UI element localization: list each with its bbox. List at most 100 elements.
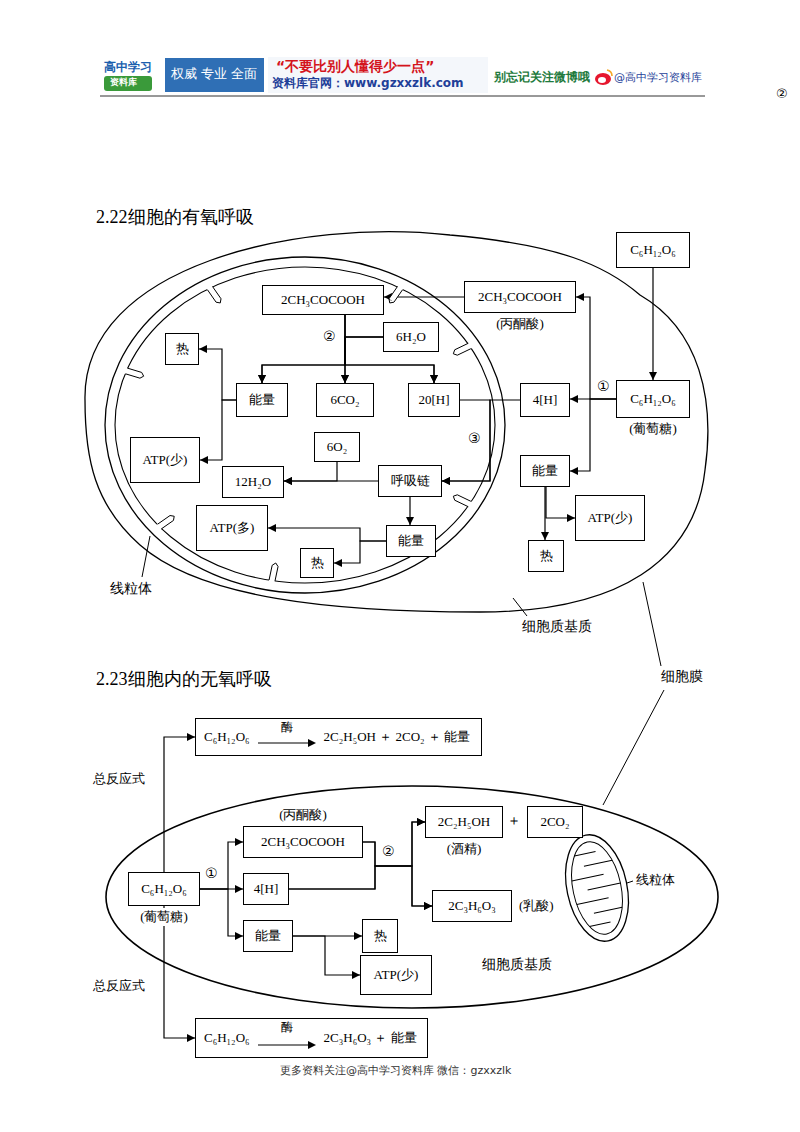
equation-box: C₆H₁₂O₆酶2C₃H₆O₃ ＋ 能量	[195, 1018, 428, 1058]
leader-line	[513, 598, 527, 616]
process-box: 6H₂O	[383, 322, 439, 352]
process-box: 热	[300, 548, 334, 578]
caption-text: (丙酮酸)	[277, 806, 329, 824]
part-name: 细胞膜	[661, 668, 703, 686]
equation-box: C₆H₁₂O₆酶2C₂H₅OH ＋ 2CO₂ ＋ 能量	[195, 718, 482, 756]
box-text: 呼吸链	[391, 472, 430, 490]
arrow-connector	[200, 400, 236, 460]
mitochondrion-icon	[556, 829, 637, 947]
process-box: ATP(少)	[130, 437, 200, 483]
process-box: 4[H]	[520, 383, 570, 417]
box-text: 能量	[532, 462, 558, 480]
callout-number: ③	[468, 430, 481, 448]
cell-outline: 细胞质基质线粒体2CH₃COCOOH6H₂O热能量6CO₂20[H]ATP(少)…	[80, 215, 720, 615]
cell-outline: 细胞质基质2CH₃COCOOH(丙酮酸)C₆H₁₂O₆(葡萄糖)4[H]能量热A…	[105, 785, 719, 1009]
arrow-connector	[363, 842, 432, 906]
arrow-connector	[164, 737, 195, 872]
callout-number: ①	[205, 865, 218, 883]
box-text: 热	[540, 547, 553, 565]
caption-text: (酒精)	[445, 840, 484, 858]
box-text: ATP(少)	[374, 966, 419, 984]
process-box: 2CO₂	[527, 806, 583, 838]
box-text: 热	[311, 554, 324, 572]
box-text: 4[H]	[533, 392, 558, 408]
callout-number: ①	[597, 378, 610, 396]
box-text: 2CH₃COCOOH	[281, 292, 365, 308]
process-box: C₆H₁₂O₆(葡萄糖)	[128, 872, 200, 906]
section-title: 2.23细胞内的无氧呼吸	[96, 668, 272, 691]
mitochondrion: 线粒体2CH₃COCOOH6H₂O热能量6CO₂20[H]ATP(少)6O₂12…	[100, 252, 510, 598]
process-box: 12H₂O	[222, 466, 284, 498]
crista	[158, 516, 174, 530]
box-text: 能量	[249, 391, 275, 409]
cell-membrane	[85, 232, 708, 612]
box-text: 12H₂O	[235, 474, 271, 490]
header-rule	[100, 96, 705, 97]
process-box: 6CO₂	[316, 383, 374, 417]
box-text: 6H₂O	[396, 329, 426, 345]
box-text: ATP(少)	[588, 509, 633, 527]
logo-text: 高中学习	[104, 60, 152, 75]
process-box: ATP(多)	[196, 505, 268, 551]
reaction-arrow: 酶	[256, 719, 318, 755]
process-box: 呼吸链	[378, 465, 442, 497]
box-text: 6O₂	[327, 439, 347, 455]
banner-panel	[268, 57, 488, 93]
logo-text: 资料库	[110, 77, 137, 88]
process-box: 能量	[520, 455, 570, 487]
arrow-connector	[652, 268, 653, 380]
box-text: 2C₃H₆O₃	[448, 898, 496, 914]
box-text: ATP(多)	[210, 519, 255, 537]
footer-note: 更多资料关注@高中学习资料库 微信：gzxxzlk	[280, 1064, 511, 1078]
arrow-connector	[200, 842, 243, 889]
box-text: 2CH₃COCOOH	[261, 834, 345, 850]
box-text: 能量	[255, 927, 281, 945]
enzyme-label: 酶	[256, 1020, 318, 1034]
crista	[206, 285, 221, 302]
process-box: 4[H]	[243, 873, 289, 905]
banner-account: @高中学习资料库	[614, 71, 702, 85]
process-box: 能量	[236, 383, 288, 417]
arrow-connector	[200, 889, 243, 936]
banner-slogan: “不要比别人懂得少一点”	[276, 58, 434, 76]
reaction-arrow: 酶	[256, 1019, 318, 1057]
process-box: ATP(少)	[360, 955, 432, 995]
crista	[453, 343, 471, 355]
box-text: 能量	[398, 532, 424, 550]
arrow-connector	[262, 337, 383, 383]
crista	[269, 563, 278, 581]
leader-line	[643, 582, 661, 666]
box-text: 2C₂H₅OH	[438, 814, 490, 830]
arrow-connector	[199, 349, 236, 400]
process-box: 2CH₃COCOOH(丙酮酸)	[464, 281, 576, 313]
plus-sign: ＋	[507, 812, 521, 830]
callout-number: ②	[382, 843, 395, 861]
weibo-icon	[595, 70, 612, 85]
process-box: 2CH₃COCOOH	[262, 285, 384, 315]
process-box: ATP(少)	[575, 495, 645, 541]
arrow-connector	[544, 487, 545, 540]
arrow-connector	[576, 297, 616, 399]
region-label: 细胞质基质	[480, 956, 554, 974]
crista	[389, 286, 402, 302]
leader-line	[603, 690, 664, 805]
banner-panel	[165, 58, 264, 92]
banner-slogan: 权威 专业 全面	[171, 66, 257, 82]
process-box: 2CH₃COCOOH(丙酮酸)	[243, 826, 363, 858]
box-text: 6CO₂	[330, 392, 359, 408]
formula-text: C₆H₁₂O₆	[204, 729, 250, 745]
enzyme-label: 酶	[256, 720, 318, 734]
section-title: 2.22细胞的有氧呼吸	[96, 206, 254, 229]
arrow-connector	[334, 541, 386, 563]
box-text: 热	[374, 927, 387, 945]
box-text: 20[H]	[418, 392, 449, 408]
region-label: 细胞质基质	[520, 618, 594, 636]
inner-membrane	[115, 267, 495, 583]
process-box: 热	[528, 540, 564, 572]
arrow-connector	[363, 822, 425, 866]
logo-badge	[104, 76, 152, 91]
banner-url: 资料库官网：www.gzxxzlk.com	[272, 76, 464, 91]
process-box: 2C₃H₆O₃(乳酸)	[432, 890, 512, 922]
box-text: ATP(少)	[143, 451, 188, 469]
